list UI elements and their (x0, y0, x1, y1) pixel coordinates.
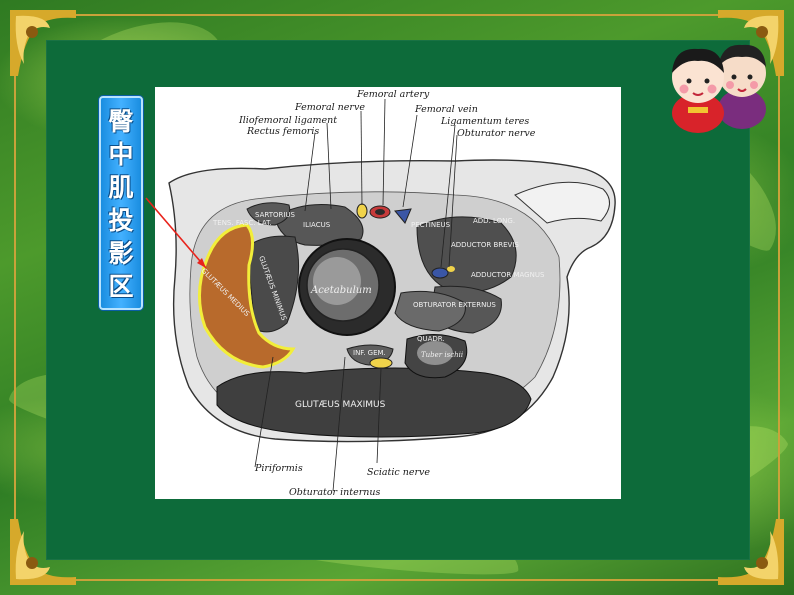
ornament-top-left-icon (10, 10, 76, 76)
title-char: 影 (108, 239, 134, 268)
label-rectus-femoris: Rectus femoris (247, 126, 320, 137)
label-obturator-nerve: Obturator nerve (457, 128, 536, 139)
title-char: 区 (108, 272, 134, 301)
label-sartorius: SARTORIUS (255, 211, 296, 219)
label-acetabulum: Acetabulum (310, 285, 372, 296)
title-char: 投 (108, 206, 134, 235)
label-pectineus: PECTINEUS (411, 221, 451, 229)
label-adductor-longus: ADD. LONG. (473, 217, 515, 225)
label-adductor-magnus: ADDUCTOR MAGNUS (471, 271, 545, 279)
label-femoral-vein: Femoral vein (415, 104, 478, 115)
label-iliacus: ILIACUS (303, 221, 331, 229)
ornament-bottom-left-icon (10, 519, 76, 585)
slide-title: 臀 中 肌 投 影 区 (99, 96, 143, 310)
anatomy-figure: SARTORIUS TENS. FASC. LAT. ILIACUS GLUTÆ… (155, 87, 621, 499)
gold-frame (14, 14, 780, 581)
title-char: 臀 (108, 107, 134, 136)
title-char: 肌 (108, 173, 134, 202)
label-obturator-internus: Obturator internus (289, 487, 381, 498)
dolls-decoration-icon (672, 44, 766, 133)
label-tens-fasc-lat: TENS. FASC. LAT. (212, 219, 272, 227)
label-obturator-externus: OBTURATOR EXTERNUS (413, 301, 496, 309)
label-tuber-ischii: Tuber ischii (421, 351, 463, 359)
label-femoral-artery: Femoral artery (357, 89, 430, 100)
label-quadratus: QUADR. (417, 335, 445, 343)
label-piriformis: Piriformis (255, 463, 303, 474)
label-gluteus-maximus: GLUTÆUS MAXIMUS (295, 400, 386, 410)
ornament-top-right-icon (718, 10, 784, 76)
hip-cross-section-illustration: SARTORIUS TENS. FASC. LAT. ILIACUS GLUTÆ… (168, 98, 616, 492)
ornament-bottom-right-icon (718, 519, 784, 585)
label-sciatic-nerve: Sciatic nerve (367, 467, 430, 478)
label-femoral-nerve: Femoral nerve (295, 102, 365, 113)
label-iliofemoral-ligament: Iliofemoral ligament (239, 115, 338, 126)
label-inf-gem: INF. GEM. (353, 349, 386, 357)
label-ligamentum-teres: Ligamentum teres (441, 116, 530, 127)
label-adductor-brevis: ADDUCTOR BREVIS (451, 241, 519, 249)
title-char: 中 (108, 140, 134, 169)
